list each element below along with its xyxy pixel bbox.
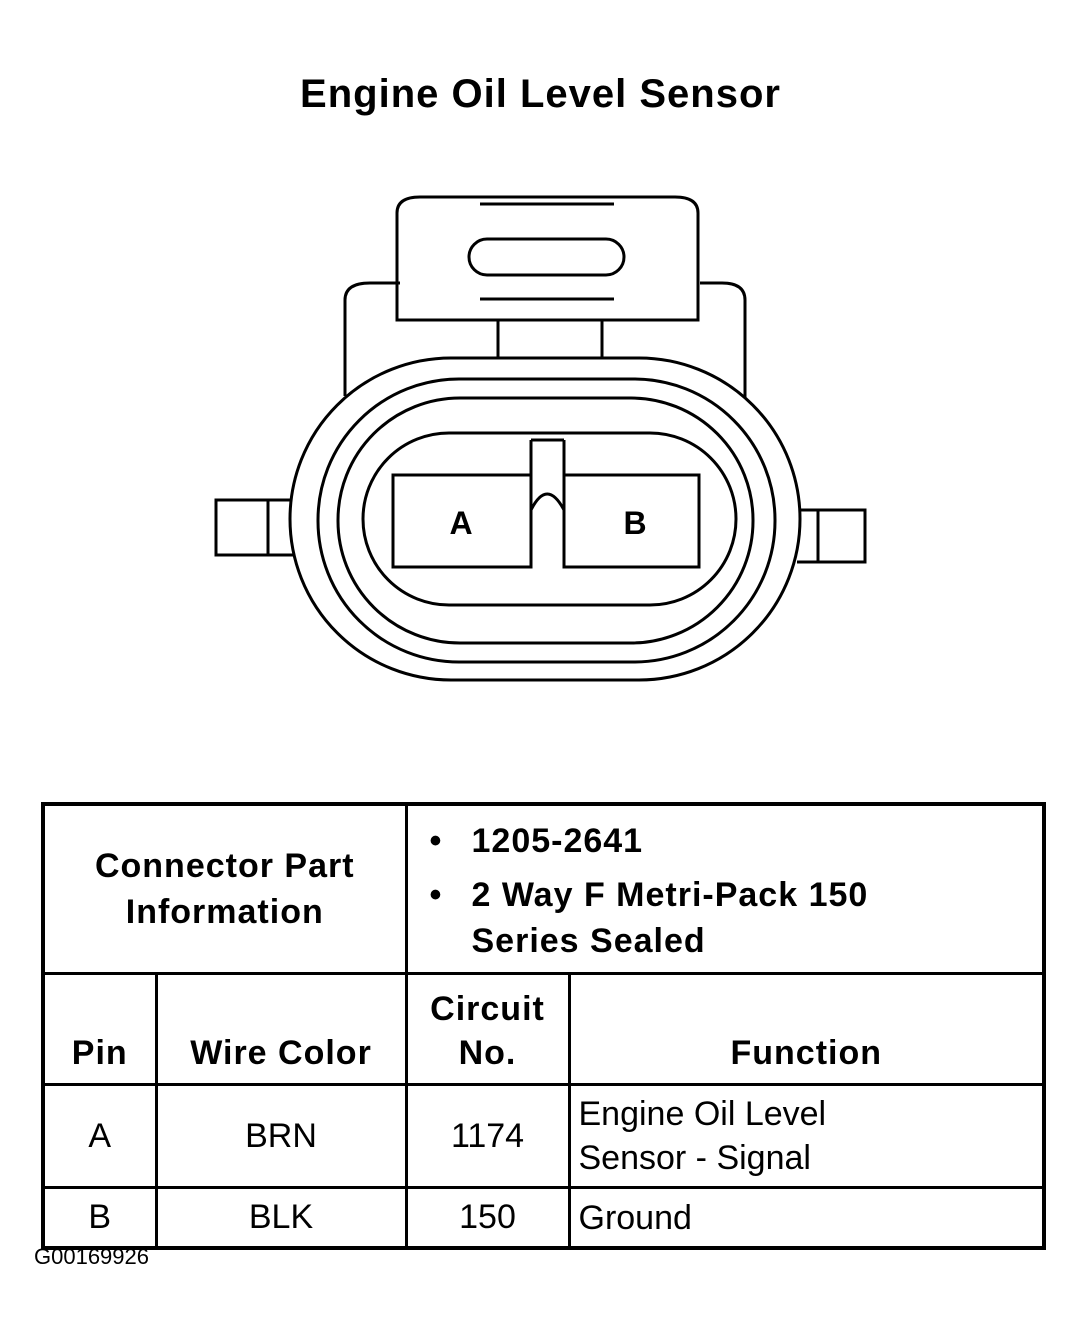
row-a-wire-color: BRN	[154, 1083, 408, 1189]
row-a-function: Engine Oil Level Sensor - Signal	[567, 1083, 1046, 1189]
row-a-pin: A	[41, 1083, 158, 1189]
housing-inner	[361, 431, 738, 607]
row-b-pin: B	[41, 1186, 158, 1250]
table-row: A BRN 1174 Engine Oil Level Sensor - Sig…	[41, 1083, 1046, 1189]
pin-b-label: B	[623, 505, 646, 541]
row-a-circuit: 1174	[404, 1083, 571, 1189]
housing-ring-2	[316, 377, 777, 664]
header-circuit-no: Circuit No.	[404, 972, 571, 1086]
part-info-label-line1: Connector Part	[94, 847, 355, 885]
connector-drawing: A B	[214, 195, 867, 682]
part-info-row: Connector Part Information 1205-2641 2 W…	[41, 802, 1046, 975]
row-a-function-line2: Sensor - Signal	[578, 1139, 811, 1177]
column-header-row: Pin Wire Color Circuit No. Function	[41, 972, 1046, 1086]
figure-id: G00169926	[34, 1244, 149, 1269]
part-number: 1205-2641	[430, 818, 1043, 864]
center-key	[529, 438, 566, 567]
housing-ring-3	[336, 396, 755, 645]
row-b-circuit: 150	[404, 1186, 571, 1250]
part-info-list: 1205-2641 2 Way F Metri-Pack 150 Series …	[430, 818, 1043, 964]
left-ear	[214, 498, 296, 557]
part-info-values-cell: 1205-2641 2 Way F Metri-Pack 150 Series …	[404, 802, 1046, 975]
part-description: 2 Way F Metri-Pack 150 Series Sealed	[430, 872, 1043, 964]
header-function: Function	[567, 972, 1046, 1086]
header-pin: Pin	[41, 972, 158, 1086]
row-b-function: Ground	[567, 1186, 1046, 1250]
connector-info-table: Connector Part Information 1205-2641 2 W…	[41, 802, 1046, 1250]
table-row: B BLK 150 Ground	[41, 1186, 1046, 1250]
latch-tab	[395, 195, 700, 322]
diagram-title: Engine Oil Level Sensor	[300, 72, 781, 116]
part-info-label-line2: Information	[125, 893, 324, 931]
header-wire-color: Wire Color	[154, 972, 408, 1086]
row-b-wire-color: BLK	[154, 1186, 408, 1250]
header-circuit-line2: No.	[458, 1034, 517, 1072]
part-info-label-cell: Connector Part Information	[41, 802, 408, 975]
connector-rear-body	[343, 281, 747, 398]
right-ear	[797, 508, 867, 564]
pin-a-label: A	[449, 505, 472, 541]
header-circuit-line1: Circuit	[430, 990, 545, 1028]
row-a-function-line1: Engine Oil Level	[578, 1095, 827, 1133]
latch-slot	[467, 237, 626, 277]
